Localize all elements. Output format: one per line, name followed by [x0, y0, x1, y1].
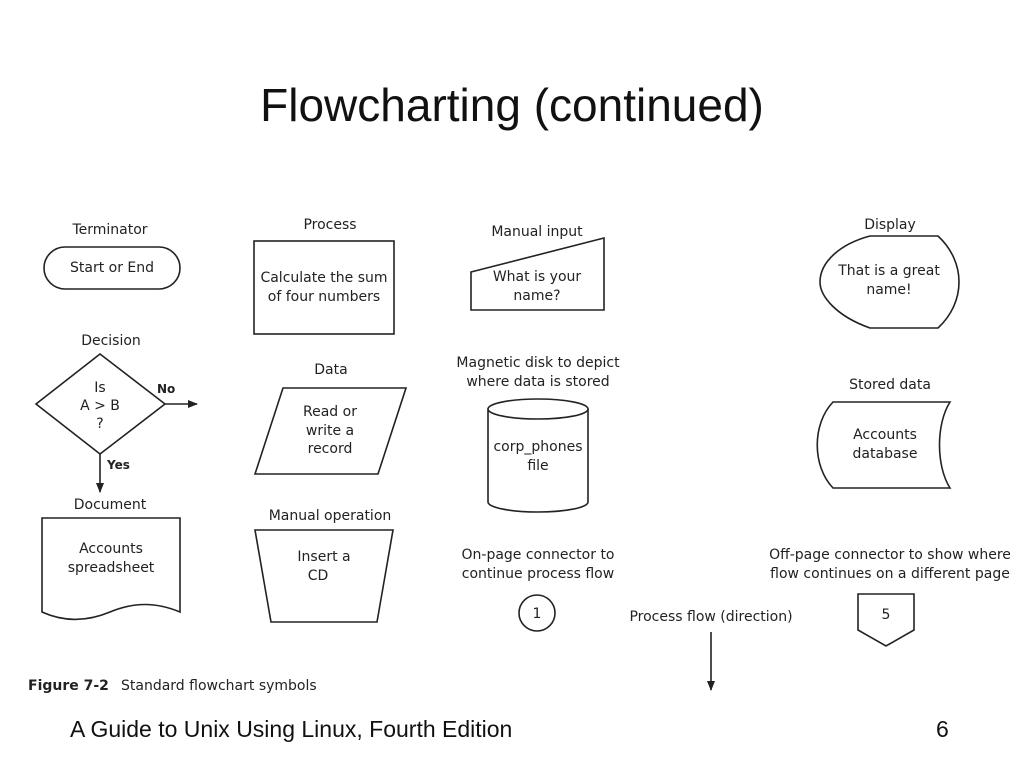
magnetic-disk-text-line-2: file [527, 458, 548, 474]
decision-text-line-1: Is [94, 380, 105, 396]
stored-data-symbol: Stored data Accounts database [816, 377, 952, 489]
on-page-connector-shape [518, 594, 556, 632]
slide-footer: A Guide to Unix Using Linux, Fourth Edit… [70, 716, 513, 742]
figure-caption: Standard flowchart symbols [121, 678, 317, 694]
process-flow-label: Process flow (direction) [629, 609, 792, 625]
terminator-text: Start or End [70, 260, 154, 276]
magnetic-disk-label-line-1: Magnetic disk to depict [456, 355, 620, 371]
on-page-connector-text: 1 [533, 606, 542, 622]
data-text-line-3: record [308, 441, 353, 457]
display-label: Display [864, 217, 916, 233]
stored-data-text-line-2: database [853, 446, 918, 462]
decision-text-line-3: ? [96, 416, 103, 432]
manual-input-symbol: Manual input What is your name? [470, 224, 605, 311]
stored-data-label: Stored data [849, 377, 931, 393]
manual-operation-symbol: Manual operation Insert a CD [254, 508, 394, 623]
terminator-shape [43, 246, 181, 290]
process-text-line-1: Calculate the sum [260, 270, 387, 286]
figure-number: Figure 7-2 [28, 678, 109, 694]
on-page-connector-symbol: On-page connector to continue process fl… [462, 547, 615, 632]
display-shape [819, 235, 960, 329]
process-shape [253, 240, 395, 335]
stored-data-text-line-1: Accounts [853, 427, 917, 443]
on-page-connector-label-line-2: continue process flow [462, 566, 614, 582]
manual-input-label: Manual input [491, 224, 583, 240]
stored-data-shape [816, 401, 952, 489]
slide-title: Flowcharting (continued) [260, 79, 764, 131]
manual-input-shape [470, 236, 605, 311]
process-symbol: Process Calculate the sum of four number… [253, 217, 395, 335]
document-label: Document [74, 497, 147, 513]
display-text-line-1: That is a great [837, 263, 940, 279]
decision-symbol: Decision Is A > B ? No Yes [34, 333, 198, 493]
document-text-line-1: Accounts [79, 541, 143, 557]
manual-input-text-line-2: name? [513, 288, 560, 304]
terminator-label: Terminator [71, 222, 147, 238]
manual-operation-text-line-1: Insert a [297, 549, 350, 565]
slide-page-number: 6 [936, 716, 949, 742]
document-shape [41, 517, 181, 621]
off-page-connector-label-line-2: flow continues on a different page [770, 566, 1010, 582]
manual-input-text-line-1: What is your [493, 269, 582, 285]
document-text-line-2: spreadsheet [68, 560, 155, 576]
off-page-connector-symbol: Off-page connector to show where flow co… [769, 547, 1011, 647]
process-text-line-2: of four numbers [268, 289, 380, 305]
magnetic-disk-body [487, 409, 589, 513]
magnetic-disk-top [487, 398, 589, 420]
magnetic-disk-text-line-1: corp_phones [493, 439, 582, 455]
data-text-line-1: Read or [303, 404, 357, 420]
manual-operation-shape [254, 529, 394, 623]
magnetic-disk-label-line-2: where data is stored [466, 374, 609, 390]
off-page-connector-text: 5 [882, 607, 891, 623]
manual-operation-text-line-2: CD [308, 568, 329, 584]
display-symbol: Display That is a great name! [819, 217, 960, 329]
off-page-connector-shape [857, 593, 915, 647]
process-flow-symbol: Process flow (direction) [629, 609, 793, 691]
data-label: Data [314, 362, 347, 378]
decision-no-label: No [157, 382, 175, 396]
off-page-connector-label-line-1: Off-page connector to show where [769, 547, 1011, 563]
on-page-connector-label-line-1: On-page connector to [462, 547, 615, 563]
magnetic-disk-symbol: Magnetic disk to depict where data is st… [456, 355, 620, 513]
display-text-line-2: name! [866, 282, 911, 298]
document-symbol: Document Accounts spreadsheet [41, 497, 181, 621]
process-label: Process [303, 217, 356, 233]
terminator-symbol: Terminator Start or End [43, 222, 181, 290]
data-text-line-2: write a [306, 423, 354, 439]
data-symbol: Data Read or write a record [253, 362, 408, 475]
manual-operation-label: Manual operation [269, 508, 392, 524]
decision-yes-label: Yes [106, 458, 130, 472]
data-shape [253, 387, 408, 475]
decision-label: Decision [81, 333, 141, 349]
decision-text-line-2: A > B [80, 398, 120, 414]
